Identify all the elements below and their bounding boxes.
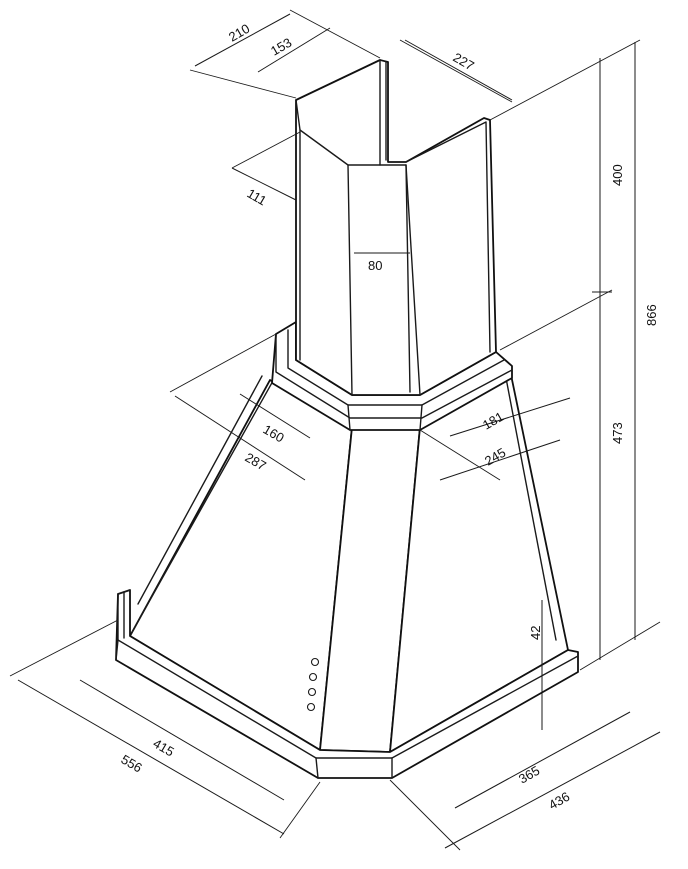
- dim-chimney-height: 400: [610, 164, 625, 186]
- hood-body: [129, 369, 569, 753]
- knob-1: [310, 657, 320, 667]
- dim-chimney-front: 80: [368, 258, 382, 273]
- chimney-outline: [295, 59, 497, 396]
- dim-chimney-inner: 153: [268, 35, 294, 59]
- dim-total-height: 866: [644, 304, 659, 326]
- dim-chimney-side: 111: [245, 186, 270, 209]
- dim-base-width-outer: 556: [119, 752, 145, 776]
- control-knobs: [306, 657, 320, 712]
- dim-base-depth-inner: 365: [516, 763, 542, 787]
- dim-chimney-width: 210: [226, 21, 252, 45]
- knob-3: [307, 687, 317, 697]
- hood-left-face: [129, 379, 353, 751]
- chimney: [295, 59, 497, 396]
- dimension-lines: [9, 9, 661, 851]
- base-rim-outline: [115, 589, 579, 779]
- dim-hood-height: 473: [610, 422, 625, 444]
- dim-base-rim-height: 42: [528, 626, 543, 640]
- base-rim: [115, 589, 579, 779]
- knob-4: [306, 702, 316, 712]
- knob-2: [308, 672, 318, 682]
- dim-base-depth-outer: 436: [546, 789, 572, 813]
- dim-base-width-inner: 415: [151, 736, 177, 760]
